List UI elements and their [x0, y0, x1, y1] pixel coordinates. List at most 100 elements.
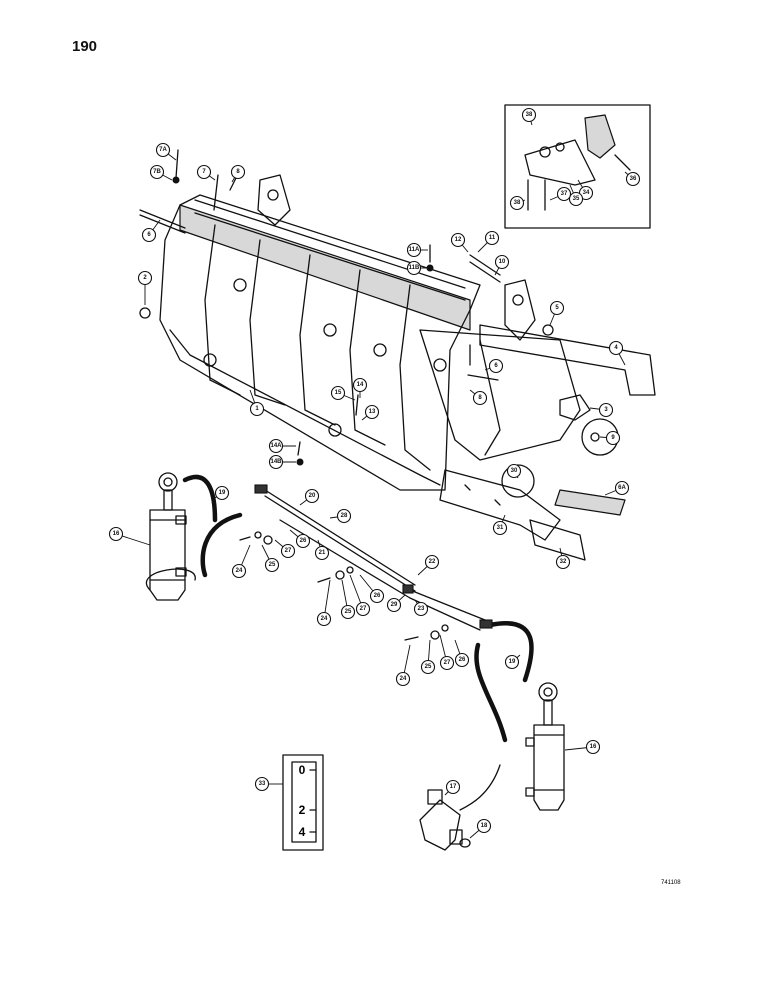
callout-bubble: 21 [314, 545, 330, 561]
callout-circle [625, 171, 641, 187]
callout-bubble: 14B [268, 454, 284, 470]
callout-number: 14A [270, 443, 282, 449]
callout-number: 28 [341, 513, 348, 519]
hydraulic-hoses [146, 474, 534, 811]
callout-number: 26 [374, 593, 381, 599]
callout-bubble: 14 [352, 377, 368, 393]
callout-bubble: 33 [254, 776, 270, 792]
callout-number: 9 [611, 435, 615, 441]
callout-bubble: 25 [420, 659, 436, 675]
callout-circle [494, 254, 510, 270]
callout-circle [108, 526, 124, 542]
callout-number: 18 [481, 823, 488, 829]
callout-bubble: 7A [155, 142, 171, 158]
callout-circle [476, 818, 492, 834]
callout-number: 2 [143, 275, 147, 281]
callout-bubble: 11 [484, 230, 500, 246]
callout-bubble: 15 [330, 385, 346, 401]
callout-number: 8 [236, 169, 240, 175]
callout-number: 8 [478, 395, 482, 401]
callout-circle [450, 232, 466, 248]
left-hydraulic-cylinder [149, 472, 187, 601]
callout-number: 7 [202, 169, 206, 175]
callout-number: 26 [300, 538, 307, 544]
callout-number: 11B [409, 265, 420, 271]
callout-bubble: 32 [555, 554, 571, 570]
callout-bubble: 24 [316, 611, 332, 627]
page-number: 190 [72, 38, 98, 55]
callout-number: 12 [455, 237, 462, 243]
callout-circle [268, 438, 284, 454]
callout-bubble: 5 [549, 300, 565, 316]
callout-number: 21 [319, 550, 326, 556]
callout-bubble: 19 [504, 654, 520, 670]
callout-bubble: 7B [149, 164, 165, 180]
callout-bubble: 26 [369, 588, 385, 604]
callout-bubble: 36 [625, 171, 641, 187]
callout-circle [295, 533, 311, 549]
callout-bubble: 7 [196, 164, 212, 180]
callout-bubble: 13 [364, 404, 380, 420]
callout-number: 14B [270, 459, 282, 465]
callout-circle [230, 164, 246, 180]
callout-number: 24 [400, 676, 407, 682]
callout-circle [314, 545, 330, 561]
callout-bubble: 12 [450, 232, 466, 248]
callout-circle [504, 654, 520, 670]
callout-bubble: 24 [395, 671, 411, 687]
callout-number: 34 [583, 190, 590, 196]
callout-circle [521, 107, 537, 123]
callout-bubble: 6A [614, 480, 630, 496]
callout-circle [484, 230, 500, 246]
callout-circle [488, 358, 504, 374]
callout-number: 5 [555, 305, 559, 311]
callout-circle [249, 401, 265, 417]
callout-number: 16 [590, 744, 597, 750]
callout-number: 29 [391, 602, 398, 608]
callout-bubble: 8 [472, 390, 488, 406]
pins-and-bolts [139, 149, 554, 466]
loader-bucket [139, 174, 656, 491]
callout-bubble: 28 [336, 508, 352, 524]
callout-number: 11A [409, 247, 420, 253]
callout-bubble: 25 [264, 557, 280, 573]
callout-bubble: 35 [568, 191, 584, 207]
callout-bubble: 38 [509, 195, 525, 211]
callout-number: 23 [418, 606, 425, 612]
callout-bubble: 22 [424, 554, 440, 570]
callout-number: 19 [219, 490, 226, 496]
elbow-fitting [419, 789, 471, 851]
callout-bubble: 27 [280, 543, 296, 559]
callout-bubble: 25 [340, 604, 356, 620]
callout-circle [149, 164, 165, 180]
callout-circle [506, 463, 522, 479]
callout-circle [492, 520, 508, 536]
callout-number: 6 [494, 363, 498, 369]
callout-number: 7B [153, 169, 161, 175]
callout-number: 13 [369, 409, 376, 415]
callout-circle [214, 485, 230, 501]
callout-circle [304, 488, 320, 504]
callout-number: 30 [511, 468, 518, 474]
callout-bubble: 16 [585, 739, 601, 755]
callout-number: 25 [345, 609, 352, 615]
callout-bubble: 1 [249, 401, 265, 417]
callout-circle [549, 300, 565, 316]
steel-tubes [254, 484, 493, 631]
scale-mark-label: 2 [299, 803, 306, 817]
callout-bubble: 2 [137, 270, 153, 286]
callout-circle [364, 404, 380, 420]
callout-bubble: 9 [605, 430, 621, 446]
tube-clamps [239, 531, 449, 641]
callout-circle [231, 563, 247, 579]
callout-bubble: 24 [231, 563, 247, 579]
callout-number: 3 [604, 407, 608, 413]
callout-number: 33 [259, 781, 266, 787]
callout-bubble: 27 [355, 601, 371, 617]
callout-bubble: 14A [268, 438, 284, 454]
callout-circle [454, 652, 470, 668]
document-code: 741108 [661, 880, 681, 886]
callout-bubble: 23 [413, 601, 429, 617]
callout-bubble: 11A [406, 242, 422, 258]
